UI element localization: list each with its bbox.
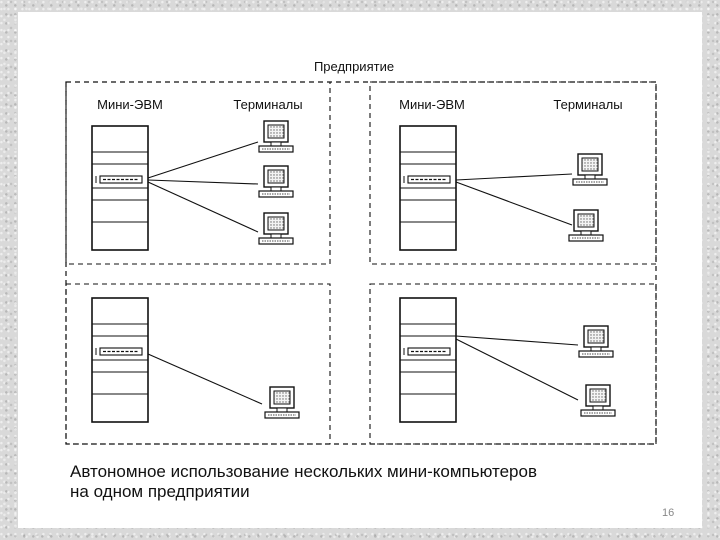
- slide: [18, 12, 702, 528]
- caption-line-1: Автономное использование нескольких мини…: [70, 462, 537, 481]
- terminal-icon: [258, 165, 294, 198]
- department-boundary: [65, 283, 331, 445]
- caption-line-2: на одном предприятии: [70, 482, 250, 501]
- connection-line: [455, 338, 579, 401]
- terminals-label: Терминалы: [553, 97, 622, 112]
- connection-line: [455, 335, 579, 346]
- connection-line: [455, 181, 573, 226]
- page-number: 16: [662, 507, 675, 519]
- minicomputer: [399, 125, 457, 251]
- enterprise-label: Предприятие: [314, 59, 394, 74]
- terminals-label: Терминалы: [233, 97, 302, 112]
- terminal-icon: [264, 386, 300, 419]
- terminal-icon: [258, 120, 294, 153]
- connection-line: [147, 179, 259, 185]
- minicomputer-label: Мини-ЭВМ: [399, 97, 465, 112]
- department-boundary: [369, 283, 657, 445]
- minicomputer-label: Мини-ЭВМ: [97, 97, 163, 112]
- terminal-icon: [572, 153, 608, 186]
- enterprise-boundary: [65, 81, 657, 445]
- minicomputer: [399, 297, 457, 423]
- minicomputer: [91, 125, 149, 251]
- terminal-icon: [580, 384, 616, 417]
- department-quadrant: Мини-ЭВМ Терминалы: [369, 81, 657, 265]
- enterprise-diagram: Предприятие Мини-ЭВМ Терминалы Мини-ЭВМ …: [65, 59, 657, 445]
- connection-line: [147, 353, 263, 405]
- connection-line: [455, 173, 573, 181]
- connection-line: [147, 181, 259, 233]
- slide-caption: Автономное использование нескольких мини…: [70, 462, 680, 502]
- minicomputer: [91, 297, 149, 423]
- terminal-icon: [578, 325, 614, 358]
- terminal-icon: [258, 212, 294, 245]
- department-quadrant: Мини-ЭВМ Терминалы: [65, 81, 331, 265]
- terminal-icon: [568, 209, 604, 242]
- connection-line: [147, 141, 259, 179]
- department-quadrant: [369, 283, 657, 445]
- department-boundary: [65, 81, 331, 265]
- department-quadrant: [65, 283, 331, 445]
